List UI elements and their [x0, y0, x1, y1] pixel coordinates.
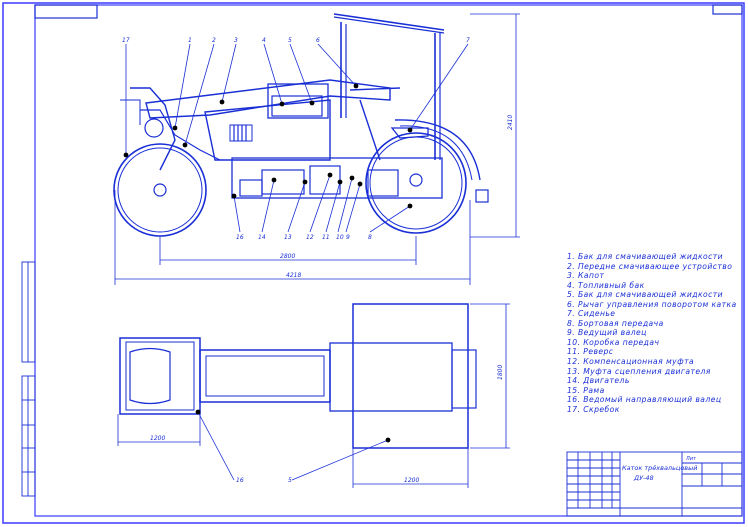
- title-block-code: Лит: [685, 456, 697, 462]
- legend-item: 6. Рычаг управления поворотом катка: [567, 299, 737, 309]
- legend-item: 7. Сиденье: [567, 309, 616, 319]
- plan-rear-roller: [352, 303, 469, 449]
- title-block-name-2: ДУ-48: [633, 474, 654, 482]
- dim-height: 2410: [507, 115, 514, 130]
- plan-body: [199, 349, 331, 403]
- side-view: [113, 13, 520, 285]
- radiator-grille: [229, 124, 253, 142]
- legend-item: 15. Рама: [567, 385, 605, 395]
- canopy-roof: [333, 13, 445, 31]
- parts-legend: 1. Бак для смачивающей жидкости 2. Перед…: [567, 252, 737, 414]
- title-block: [566, 451, 743, 517]
- legend-item: 9. Ведущий валец: [567, 328, 647, 338]
- callout-bottom-6: 9: [346, 234, 350, 241]
- dim-wheelbase: 2800: [280, 253, 295, 260]
- callout-top-2: 2: [212, 37, 216, 44]
- legend-item: 4. Топливный бак: [567, 280, 645, 290]
- sheet-frame-inner: [34, 4, 743, 517]
- legend-item: 1. Бак для смачивающей жидкости: [567, 252, 724, 261]
- callout-bottom-7: 8: [368, 234, 372, 241]
- engine-body: [204, 99, 331, 161]
- dim-plan-width: 1800: [497, 365, 504, 380]
- legend-item: 16. Ведомый направляющий валец: [567, 395, 722, 405]
- dim-rear-roller: 1200: [404, 477, 419, 484]
- legend-item: 14. Двигатель: [567, 376, 630, 386]
- callout-top-0: 17: [122, 37, 130, 44]
- legend-item: 8. Бортовая передача: [567, 318, 664, 328]
- rear-roller: [365, 132, 467, 234]
- corner-mark: [712, 4, 743, 15]
- dim-length: 4218: [286, 272, 301, 279]
- left-margin-strip: [21, 261, 36, 497]
- callout-top-3: 3: [234, 37, 238, 44]
- legend-item: 3. Капот: [567, 271, 605, 281]
- frame-rail: [231, 157, 443, 199]
- legend-item: 10. Коробка передач: [567, 337, 660, 347]
- corner-stamp: [34, 4, 98, 19]
- callout-top-4: 4: [262, 37, 266, 44]
- callout-top-1: 1: [188, 37, 192, 44]
- legend-item: 12. Компенсационная муфта: [567, 357, 695, 367]
- plan-view: [117, 303, 510, 488]
- callout-bottom-4: 11: [322, 234, 330, 241]
- callout-bottom-5: 10: [336, 234, 344, 241]
- fuel-tank: [267, 83, 329, 119]
- callout-plan-0: 16: [236, 477, 244, 484]
- dim-front-roller: 1200: [150, 435, 165, 442]
- legend-item: 13. Муфта сцепления двигателя: [567, 366, 711, 376]
- callout-bottom-0: 16: [236, 234, 244, 241]
- callout-bottom-2: 13: [284, 234, 292, 241]
- legend-item: 2. Передне смачивающее устройство: [567, 261, 733, 271]
- title-block-name-1: Каток трёхвальцовый: [622, 464, 698, 472]
- legend-item: 17. Скребок: [567, 404, 620, 414]
- callout-top-5: 5: [288, 37, 292, 44]
- callout-top-6: 6: [316, 37, 320, 44]
- legend-item: 5. Бак для смачивающей жидкости: [567, 290, 724, 300]
- seat: [390, 127, 429, 139]
- callout-bottom-3: 12: [306, 234, 314, 241]
- front-fork: [130, 87, 176, 171]
- hood: [145, 79, 391, 119]
- marker-dots: [123, 83, 413, 443]
- callout-bottom-1: 14: [258, 234, 266, 241]
- callout-plan-1: 5: [288, 477, 292, 484]
- legend-item: 11. Реверс: [567, 347, 614, 357]
- callout-top-7: 7: [466, 37, 470, 44]
- front-roller: [113, 143, 207, 237]
